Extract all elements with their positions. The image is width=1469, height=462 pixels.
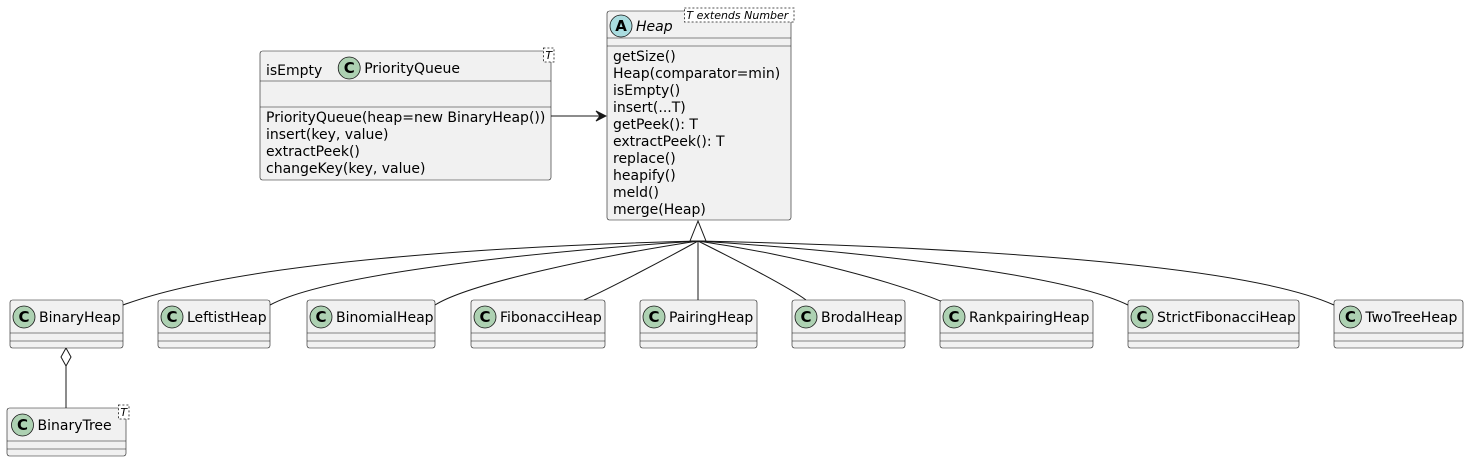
badge-letter: C (1136, 308, 1147, 326)
class-box (306, 299, 436, 349)
badge-letter: C (18, 308, 29, 326)
class-badge-icon (794, 305, 818, 329)
generic-param-box (543, 47, 555, 63)
class-rankpairingheap[interactable]: C RankpairingHeap (939, 299, 1094, 349)
inheritance-edge-binomialheap (434, 240, 699, 306)
class-box (1127, 299, 1300, 349)
generic-param: T (545, 49, 553, 62)
generic-param: T (120, 406, 128, 419)
class-name: BinaryTree (38, 418, 112, 434)
class-box (939, 299, 1094, 349)
class-field: isEmpty (266, 63, 322, 79)
badge-letter: C (648, 308, 659, 326)
class-box (6, 407, 127, 457)
relation-edges (60, 116, 1335, 408)
class-box (157, 299, 271, 349)
class-method: isEmpty() (613, 83, 680, 99)
badge-letter: A (615, 17, 627, 35)
class-name: BinomialHeap (336, 310, 434, 326)
class-name: LeftistHeap (187, 310, 267, 326)
class-box (639, 299, 758, 349)
inheritance-edge-fibonacciheap (583, 240, 699, 301)
generic-param: T extends Number (686, 9, 789, 22)
badge-letter: C (479, 308, 490, 326)
class-badge-icon (473, 305, 497, 329)
badge-letter: C (344, 59, 355, 77)
class-leftistheap[interactable]: C LeftistHeap (157, 299, 271, 349)
class-heap[interactable]: A Heap T extends Number getSize()Heap(compa… (606, 7, 795, 221)
class-badge-icon (642, 305, 666, 329)
class-method: PriorityQueue(heap=new BinaryHeap()) (266, 110, 545, 126)
class-method: extractPeek() (266, 144, 360, 160)
generic-param-box (684, 7, 795, 23)
class-badge-icon (337, 56, 361, 80)
inheritance-edge-twotreeheap (697, 240, 1335, 306)
class-name: RankpairingHeap (969, 310, 1089, 326)
class-box (791, 299, 906, 349)
class-pairingheap[interactable]: C PairingHeap (639, 299, 758, 349)
class-badge-icon (1339, 305, 1362, 329)
class-badge-icon (942, 305, 966, 329)
badge-letter: C (800, 308, 811, 326)
class-name: TwoTreeHeap (1364, 310, 1457, 326)
class-badge-icon (11, 413, 34, 437)
class-badge-icon (12, 305, 36, 329)
class-binaryheap[interactable]: C BinaryHeap (9, 299, 124, 349)
class-box (259, 50, 552, 181)
abstract-badge-icon (609, 14, 633, 38)
class-name: PairingHeap (669, 310, 753, 326)
class-binomialheap[interactable]: C BinomialHeap (306, 299, 436, 349)
badge-letter: C (17, 416, 28, 434)
class-method: extractPeek(): T (613, 134, 725, 150)
badge-letter: C (315, 308, 326, 326)
class-brodalheap[interactable]: C BrodalHeap (791, 299, 906, 349)
inheritance-arrowhead (689, 219, 707, 242)
class-method: heapify() (613, 168, 676, 184)
inheritance-edge-binaryheap (122, 240, 699, 306)
class-box (1333, 299, 1464, 349)
class-name: FibonacciHeap (500, 310, 602, 326)
class-method: meld() (613, 185, 659, 201)
class-box (9, 299, 124, 349)
inheritance-edge-rankpairingheap (697, 240, 951, 306)
class-strictfibonacciheap[interactable]: C StrictFibonacciHeap (1127, 299, 1300, 349)
class-method: insert(...T) (613, 100, 686, 116)
class-method: changeKey(key, value) (266, 161, 425, 177)
class-badge-icon (309, 305, 333, 329)
class-binarytree[interactable]: C BinaryTree T (6, 404, 130, 457)
inheritance-edge-leftistheap (269, 240, 699, 306)
class-box (470, 299, 606, 349)
class-badge-icon (160, 305, 184, 329)
badge-letter: C (948, 308, 959, 326)
class-name: BrodalHeap (821, 310, 903, 326)
class-method: merge(Heap) (613, 202, 706, 218)
class-priorityqueue[interactable]: C PriorityQueue TisEmptyPriorityQueue(heap… (259, 47, 555, 181)
class-method: replace() (613, 151, 676, 167)
class-fibonacciheap[interactable]: C FibonacciHeap (470, 299, 606, 349)
class-name: BinaryHeap (39, 310, 121, 326)
class-method: Heap(comparator=min) (613, 66, 780, 82)
class-method: getSize() (613, 49, 676, 65)
class-twotreeheap[interactable]: C TwoTreeHeap (1333, 299, 1464, 349)
class-name: StrictFibonacciHeap (1157, 310, 1296, 326)
badge-letter: C (166, 308, 177, 326)
inheritance-edge-brodalheap (697, 240, 807, 301)
aggregation-diamond (60, 346, 72, 368)
class-method: getPeek(): T (613, 117, 698, 133)
class-method: insert(key, value) (266, 127, 389, 143)
badge-letter: C (1345, 308, 1356, 326)
generic-param-box (118, 404, 130, 420)
class-name: PriorityQueue (364, 61, 460, 77)
class-name: Heap (636, 19, 673, 35)
class-badge-icon (1130, 305, 1154, 329)
inheritance-edge-strictfibonacciheap (697, 240, 1129, 306)
